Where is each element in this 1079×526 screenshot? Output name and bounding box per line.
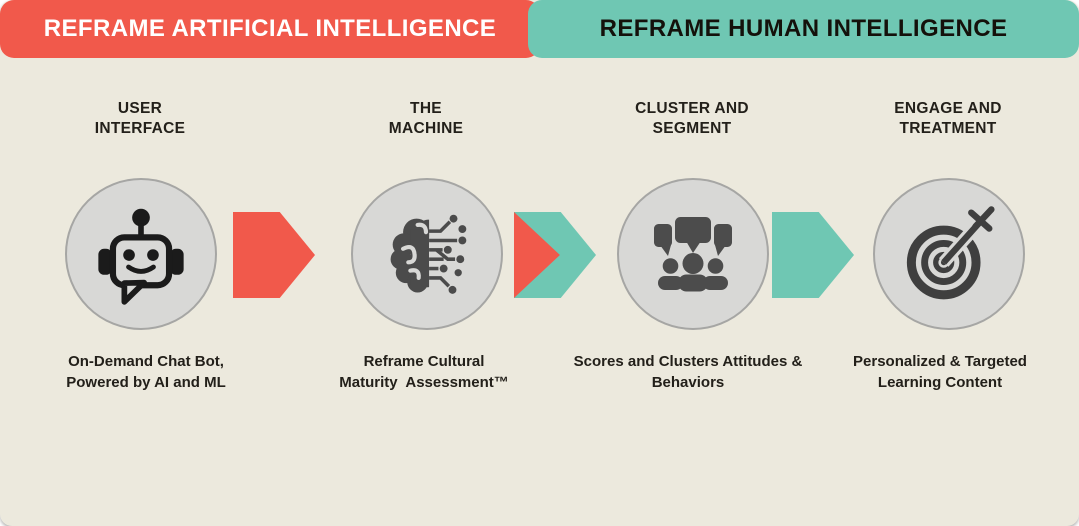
banner-human-intelligence: REFRAME HUMAN INTELLIGENCE (528, 0, 1079, 58)
banner-human-label: REFRAME HUMAN INTELLIGENCE (599, 15, 1008, 42)
flow-arrow-2 (514, 212, 596, 298)
flow-arrow-1 (233, 212, 315, 298)
step-title-cluster-segment: CLUSTER AND SEGMENT (635, 100, 749, 137)
step-title-engage-treatment: ENGAGE AND TREATMENT (894, 100, 1002, 137)
target-arrow-icon (906, 206, 995, 300)
step-title-the-machine: THE MACHINE (388, 100, 464, 137)
step-title-user-interface: USER INTERFACE (94, 100, 186, 137)
banner-artificial-label: REFRAME ARTIFICIAL INTELLIGENCE (43, 15, 497, 42)
step-circle-cluster-segment (617, 178, 769, 330)
step-circle-user-interface (65, 178, 217, 330)
step-circle-engage-treatment (873, 178, 1025, 330)
step-caption-cluster-segment: Scores and Clusters Attitudes & Behavior… (573, 353, 803, 391)
chatbot-icon (98, 208, 184, 305)
group-discussion-icon (654, 217, 732, 292)
step-caption-engage-treatment: Personalized & Targeted Learning Content (853, 353, 1027, 391)
step-circle-the-machine (351, 178, 503, 330)
banner-artificial-intelligence: REFRAME ARTIFICIAL INTELLIGENCE (0, 0, 540, 58)
step-caption-user-interface: On-Demand Chat Bot, Powered by AI and ML (66, 353, 226, 391)
flow-arrow-1-shape (233, 212, 315, 298)
step-caption-the-machine: Reframe Cultural Maturity Assessment™ (339, 353, 509, 391)
flow-arrow-3-shape (772, 212, 854, 298)
flow-arrow-3 (772, 212, 854, 298)
brain-circuit-icon (390, 214, 467, 294)
